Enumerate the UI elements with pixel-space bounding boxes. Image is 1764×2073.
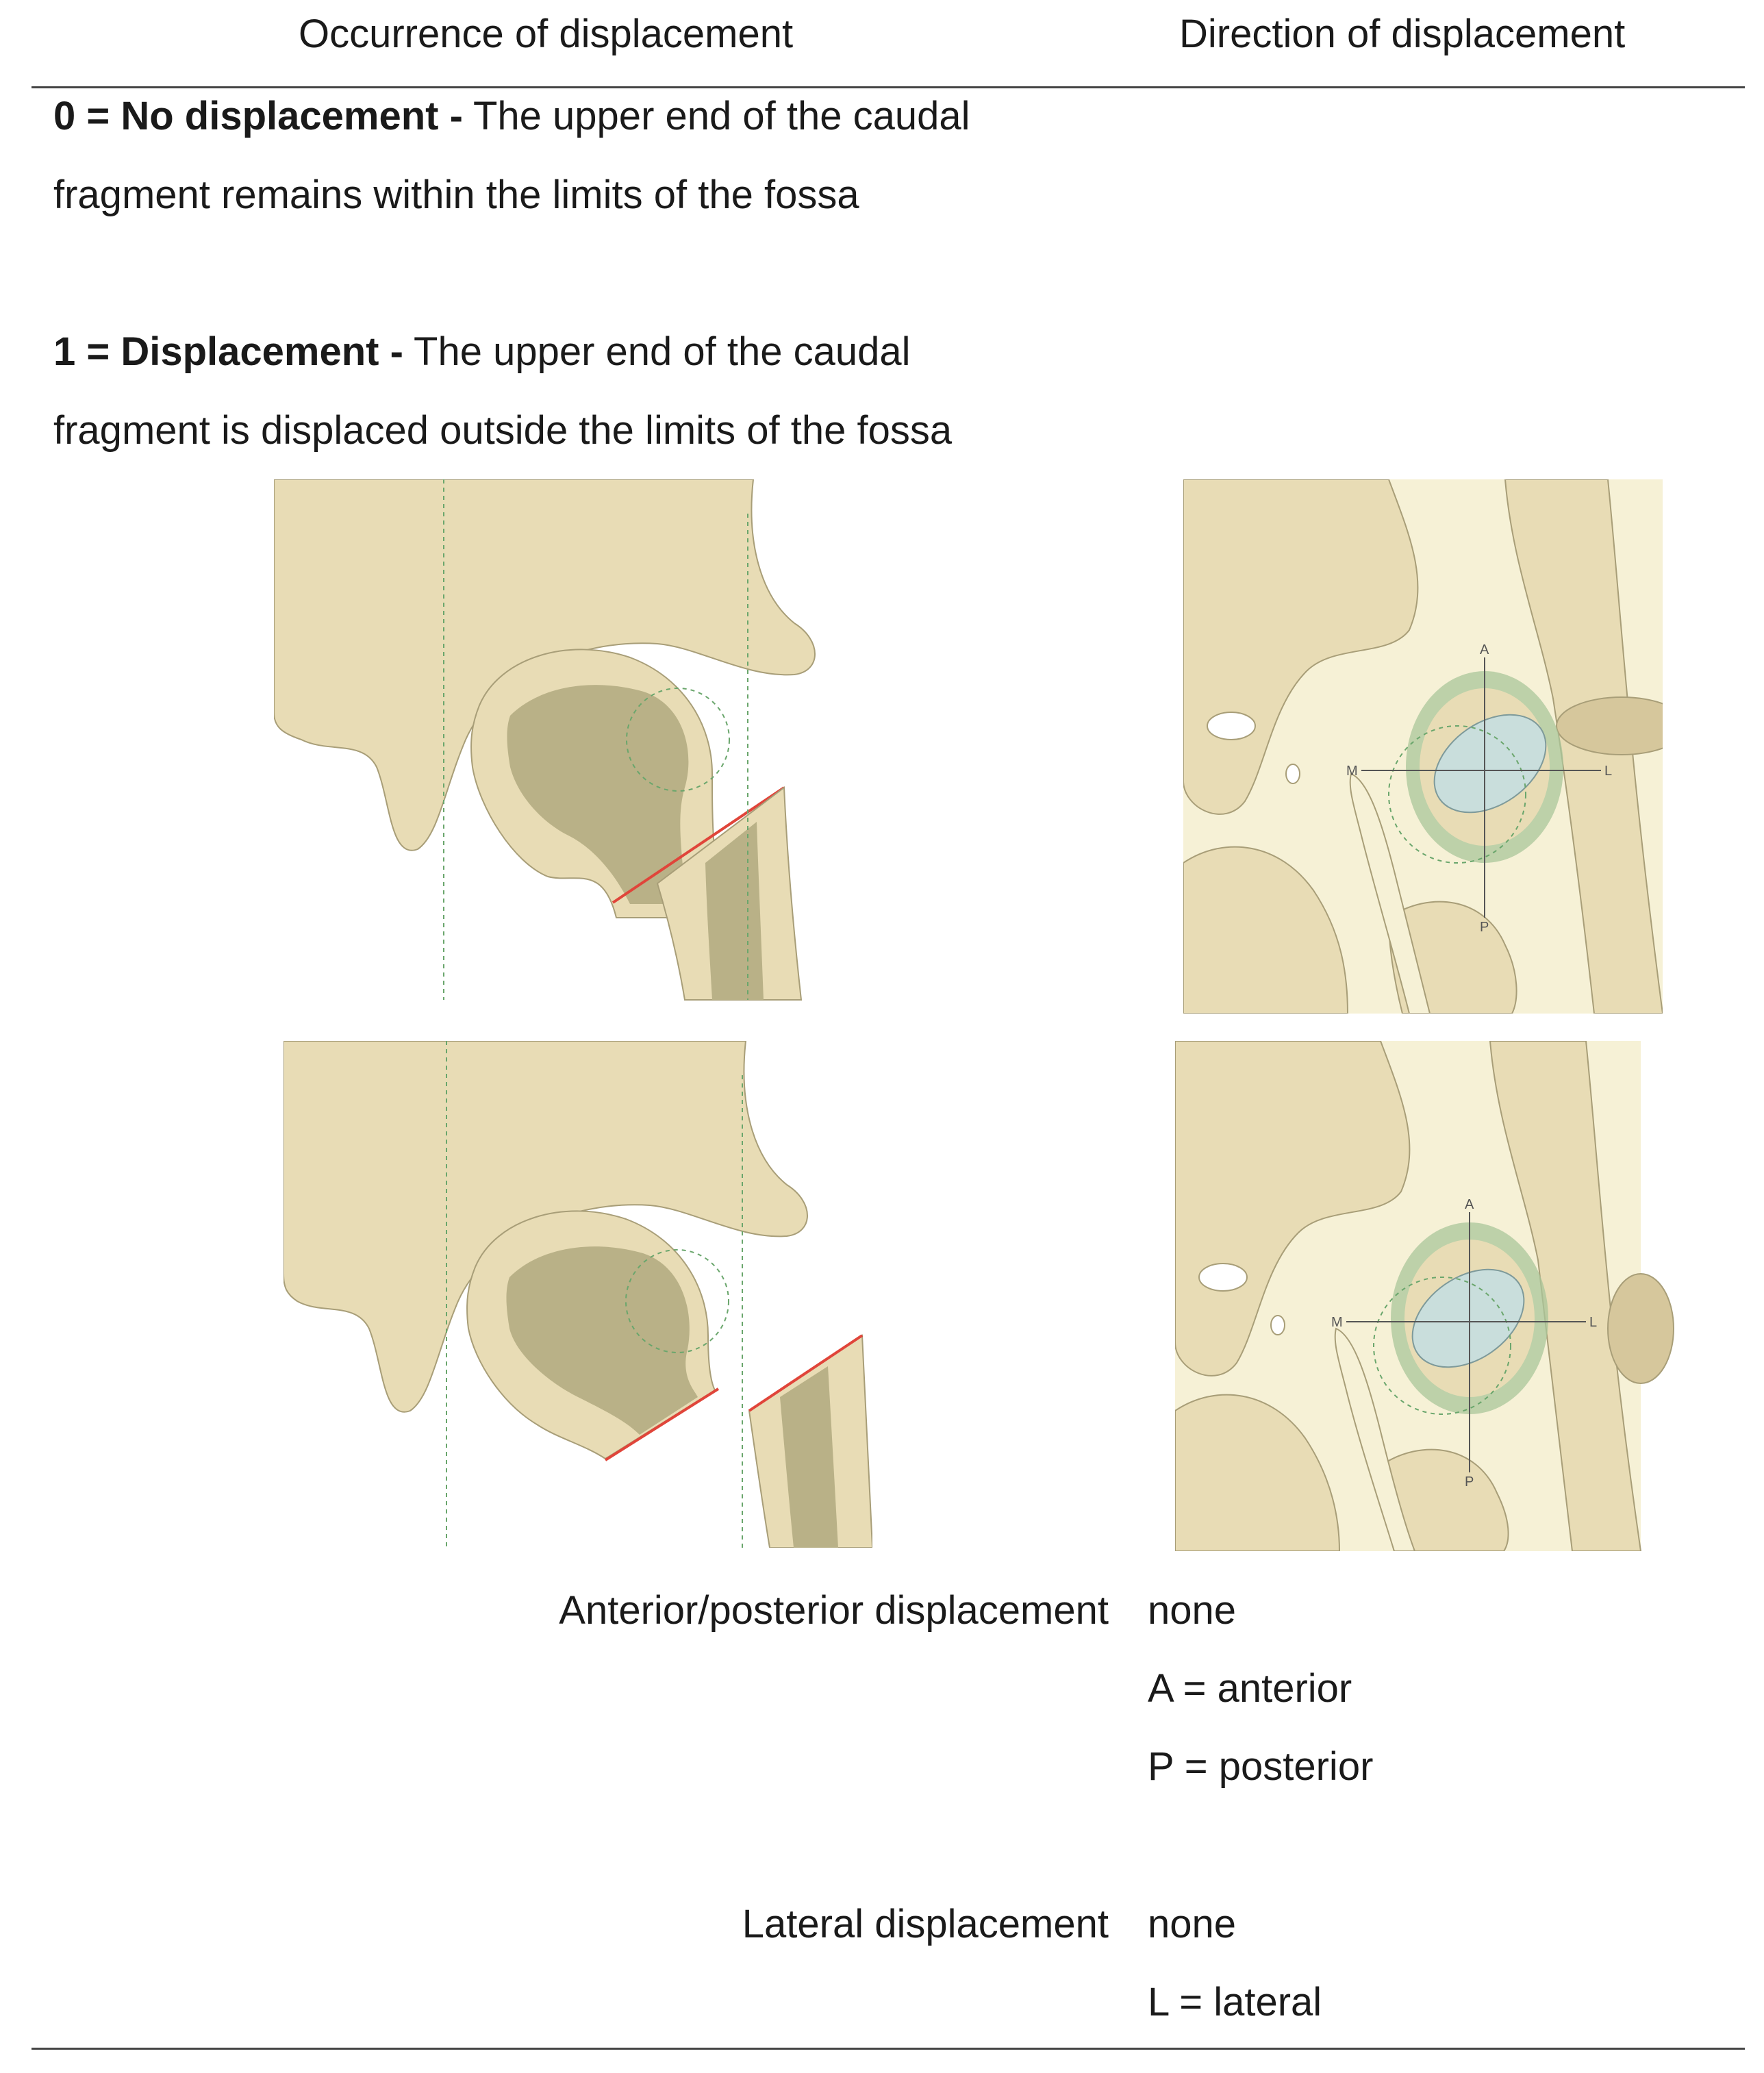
ear-disc [1556,696,1663,755]
grade-0-code: 0 = No displacement - [53,94,463,138]
styloid-process [1334,1327,1416,1551]
lat-value-none: none [1148,1902,1237,1946]
axis-label-l: L [1589,1315,1597,1330]
lower-left-bone [1183,846,1349,1014]
axis-label-p: P [1465,1474,1474,1490]
condyle-blue [1411,1268,1525,1368]
axis-label-m: M [1331,1315,1343,1330]
axial-view-no-displacement: A P M L [1183,479,1663,1014]
foramen-1 [1198,1263,1248,1292]
ear-disc [1607,1273,1674,1384]
axis-label-a: A [1480,642,1489,657]
fracture-line-lower [748,1334,864,1412]
caudal-fragment-inner [705,822,764,1000]
header-occurrence: Occurrence of displacement [299,12,794,56]
upper-bone-mass [1175,1041,1411,1377]
grade-1-desc-1: The upper end of the caudal [414,329,911,374]
grade-1-code: 1 = Displacement - [53,329,403,374]
styloid-process [1349,772,1431,1014]
grade-1-text: 1 = Displacement - The upper end of the … [53,312,1163,470]
grade-1-desc-2: fragment is displaced outside the limits… [53,408,953,453]
ap-value-anterior: A = anterior [1148,1666,1352,1711]
fossa-dashed-circle [1373,1277,1511,1415]
fracture-line [612,786,785,904]
fossa-circle [626,688,730,792]
axis-label-p: P [1480,920,1489,935]
lateral-view-displacement [284,1041,872,1548]
right-bone-column [1489,1041,1642,1551]
header-direction: Direction of displacement [1179,12,1626,56]
fracture-line-upper [604,1387,720,1461]
axis-label-l: L [1604,764,1612,779]
axis-label-a: A [1465,1197,1474,1212]
condyle-inner [507,685,689,904]
foramen-2 [1285,764,1300,784]
condyle-blue [1433,714,1547,814]
ap-value-posterior: P = posterior [1148,1744,1374,1789]
lateral-displacement-label: Lateral displacement [742,1902,1109,1946]
axial-view-displacement: A P M L [1175,1041,1674,1551]
grade-0-desc-1: The upper end of the caudal [473,94,970,138]
fossa-circle [625,1249,729,1353]
grade-0-desc-2: fragment remains within the limits of th… [53,173,859,217]
header-rule [32,86,1745,88]
ap-displacement-label: Anterior/posterior displacement [559,1588,1109,1633]
ap-value-none: none [1148,1588,1237,1633]
lat-value-lateral: L = lateral [1148,1980,1322,2024]
grade-0-text: 0 = No displacement - The upper end of t… [53,77,1163,234]
axis-label-m: M [1346,764,1358,779]
fossa-dashed-circle [1388,725,1526,864]
lower-left-bone [1175,1394,1341,1551]
lateral-view-no-displacement [274,479,816,1001]
caudal-fragment-inner [780,1366,838,1548]
foramen-2 [1270,1315,1285,1335]
footer-rule [32,2048,1745,2050]
foramen-1 [1207,712,1256,740]
condyle-inner [506,1246,698,1435]
